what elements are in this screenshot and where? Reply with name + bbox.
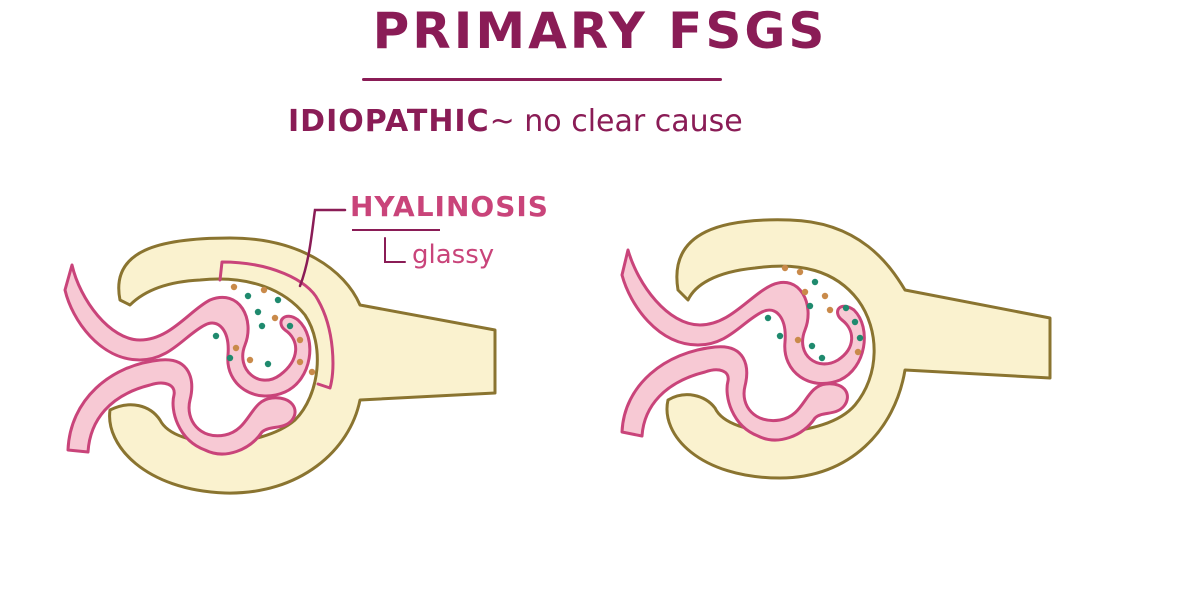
left-glomerulus xyxy=(63,208,497,495)
left-cell-dots xyxy=(212,283,316,376)
subtitle-term: IDIOPATHIC xyxy=(288,104,490,139)
page-title: PRIMARY FSGS xyxy=(372,2,828,60)
subtitle-separator: ~ xyxy=(489,104,515,139)
subtitle-definition: no clear cause xyxy=(524,104,743,139)
glassy-note: glassy xyxy=(412,240,495,270)
right-capillary-lower xyxy=(620,345,849,442)
subtitle: IDIOPATHIC~ no clear cause xyxy=(288,104,743,139)
left-bowman-capsule xyxy=(108,236,497,495)
glassy-hook xyxy=(384,237,406,263)
right-cell-dots xyxy=(764,264,864,362)
hyalinosis-leader xyxy=(298,208,347,288)
right-capillary-upper xyxy=(620,248,866,386)
left-capillary-lower xyxy=(66,358,297,456)
left-capillary-upper xyxy=(63,263,312,398)
right-glomerulus xyxy=(620,218,1052,480)
right-bowman-capsule xyxy=(665,218,1052,480)
hyalinosis-bracket xyxy=(218,260,335,390)
title-underline xyxy=(362,78,722,81)
hyalinosis-label: HYALINOSIS xyxy=(350,190,549,223)
